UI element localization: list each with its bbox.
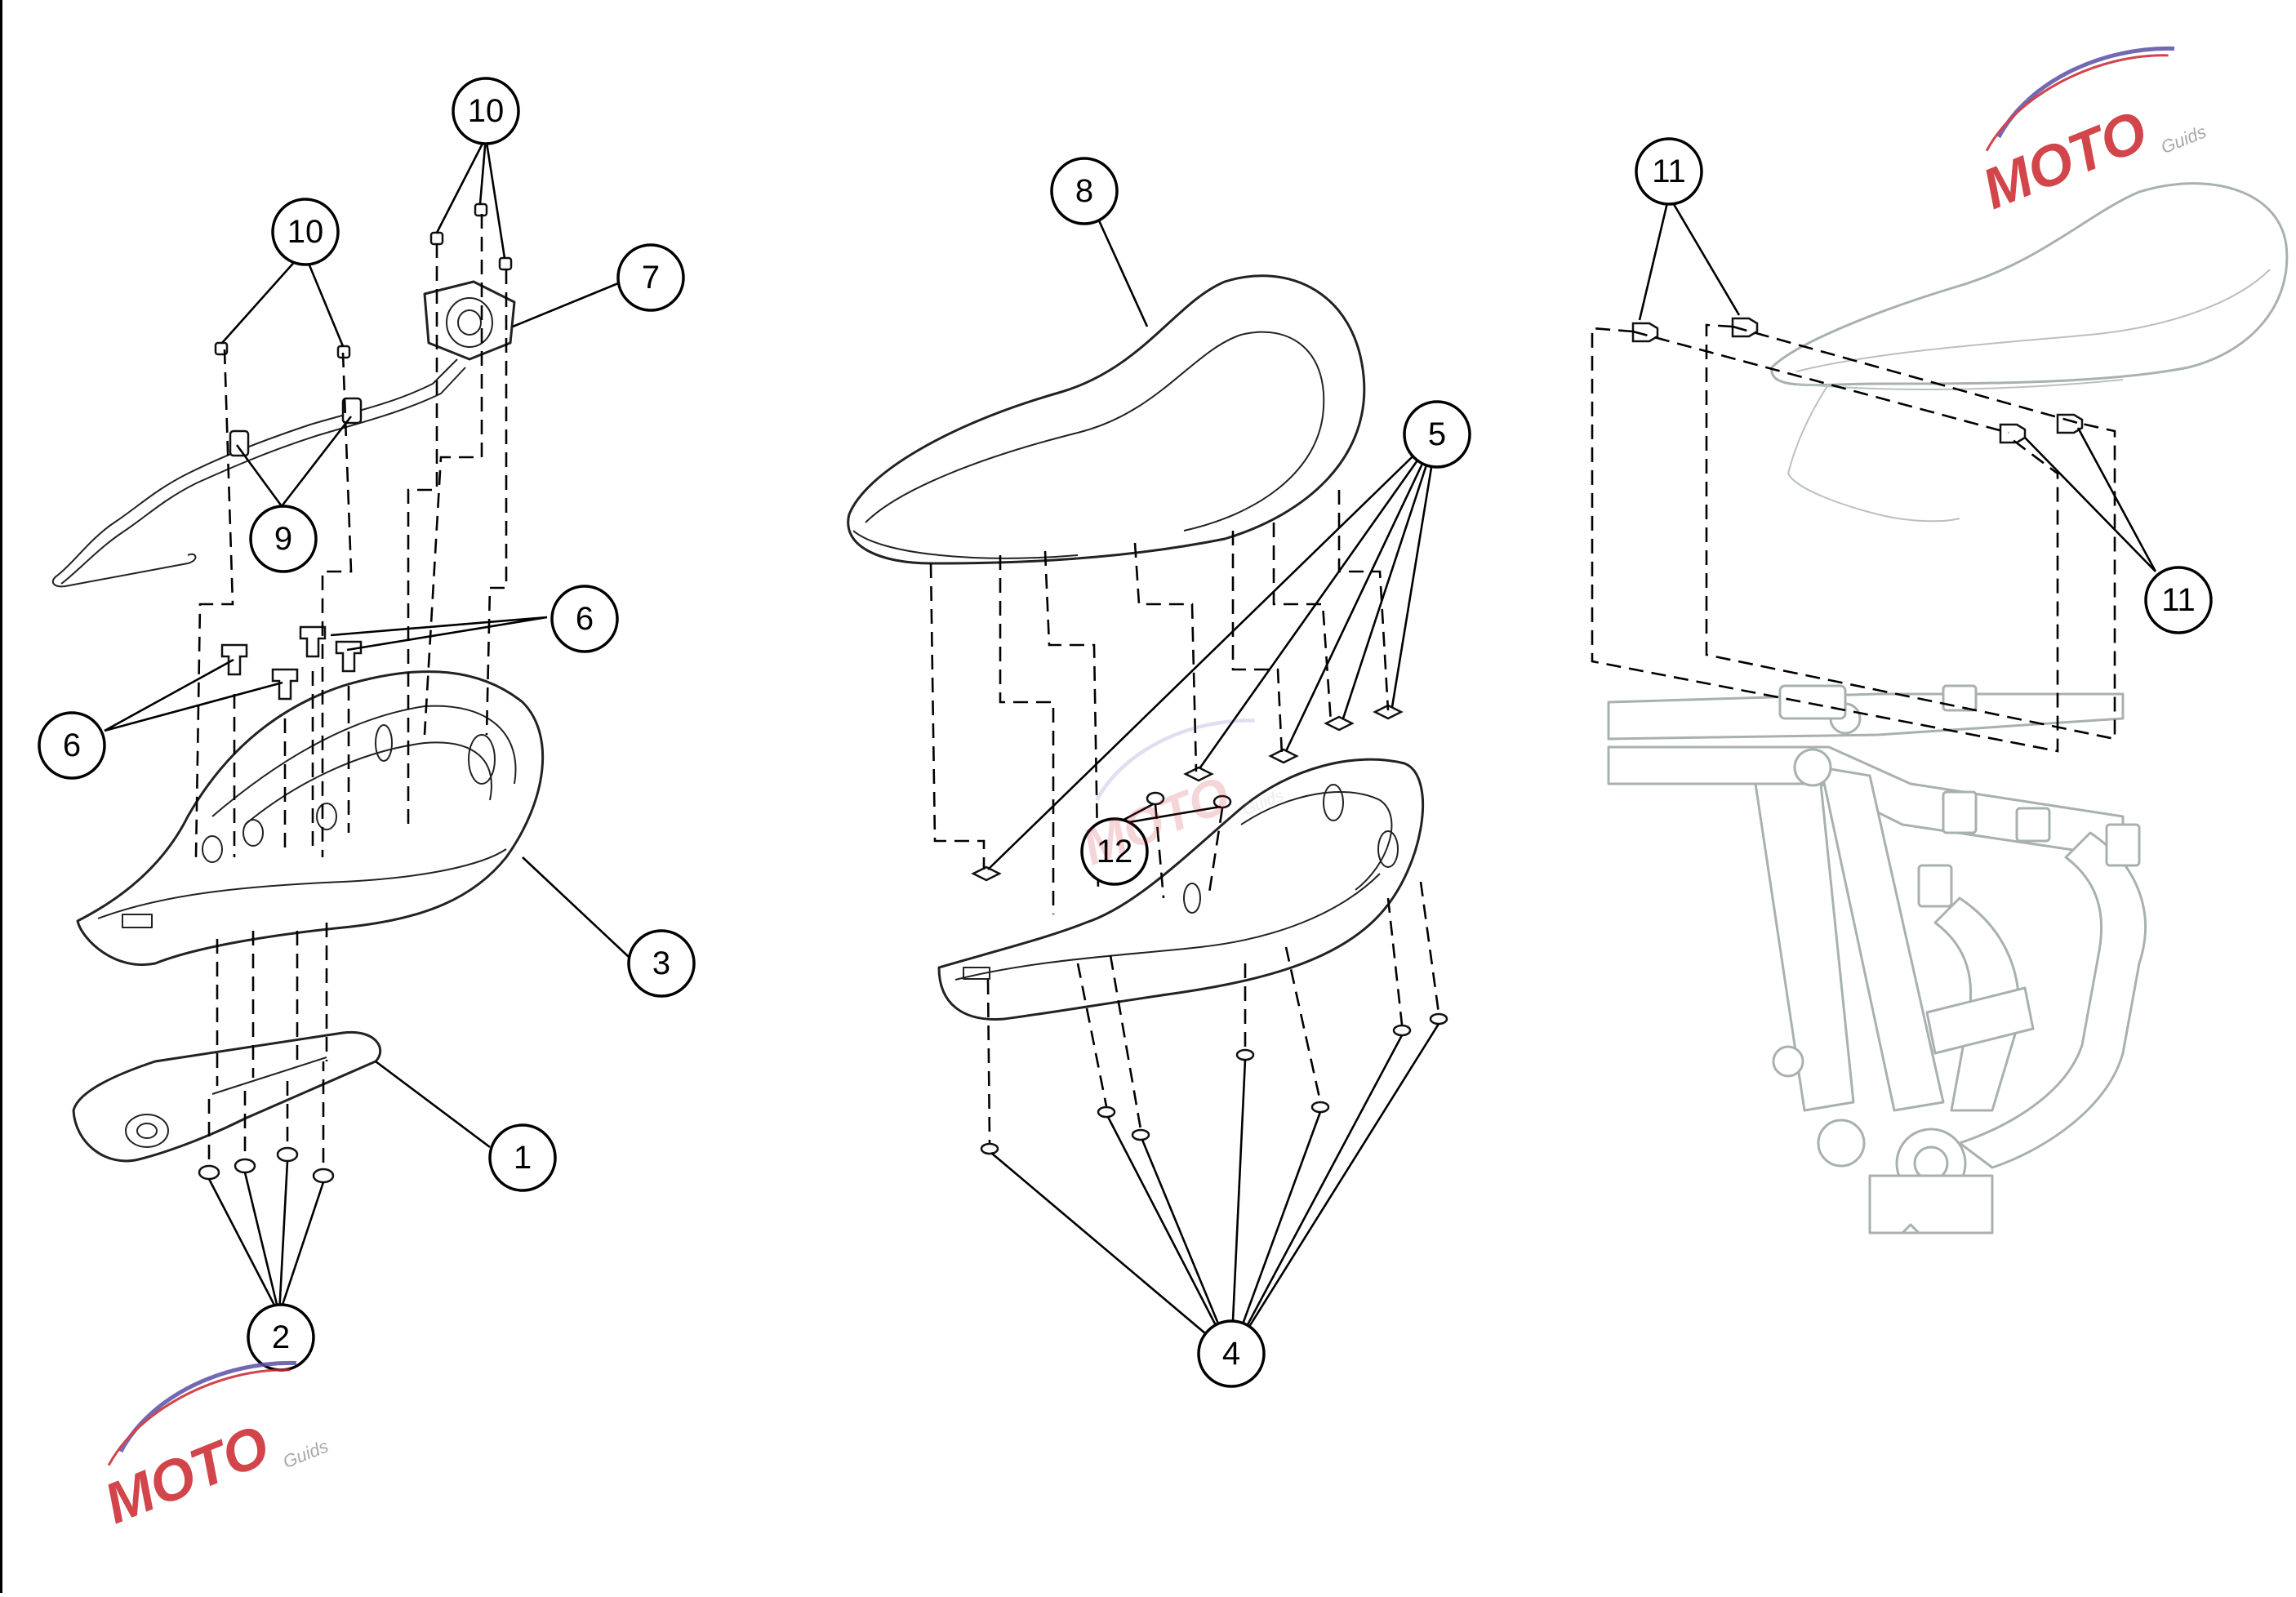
callout-10-left-label: 10 xyxy=(287,214,324,250)
center-assembly: 4 5 8 12 xyxy=(847,157,1471,1388)
studs-11 xyxy=(1631,317,2084,444)
right-dashed-lines xyxy=(1591,323,2116,753)
bolts-12 xyxy=(1146,791,1232,809)
frame-edge xyxy=(0,0,2,1593)
callout-11-top-label: 11 xyxy=(1652,153,1686,189)
watermark-sub-text: Guids xyxy=(280,1435,331,1472)
right-assembly: 11 11 xyxy=(1591,137,2289,1234)
center-leader-lines xyxy=(987,191,1440,1356)
callout-6-left: 6 xyxy=(38,711,106,780)
callout-6-right-label: 6 xyxy=(576,601,594,637)
seat-pan xyxy=(76,670,545,966)
callout-10-left: 10 xyxy=(271,198,340,266)
clips-5 xyxy=(971,704,1404,882)
left-leader-lines xyxy=(104,136,630,1315)
callout-3-label: 3 xyxy=(652,945,670,981)
harness-clip xyxy=(229,429,250,457)
callout-11-right-label: 11 xyxy=(2161,582,2196,618)
center-dashed-lines xyxy=(929,490,1440,1144)
callout-4: 4 xyxy=(1197,1319,1266,1388)
callout-3: 3 xyxy=(627,929,696,998)
callout-2-label: 2 xyxy=(272,1319,290,1355)
seat-bracket xyxy=(72,1030,382,1163)
seat-pan-center xyxy=(937,758,1425,1021)
callout-10-right: 10 xyxy=(452,77,520,145)
watermark-logo-text: MOTO xyxy=(96,1412,278,1536)
callout-11-top: 11 xyxy=(1635,137,1703,206)
callout-8-label: 8 xyxy=(1075,173,1093,209)
harness-clip xyxy=(341,397,363,425)
callout-11-right: 11 xyxy=(2144,566,2213,634)
seat-latch xyxy=(423,280,516,361)
nuts-2 xyxy=(198,1146,335,1184)
callout-6-left-label: 6 xyxy=(63,727,81,763)
right-leader-lines xyxy=(1638,195,2157,572)
callout-7-label: 7 xyxy=(642,260,660,296)
callout-8: 8 xyxy=(1050,157,1119,225)
callout-9-label: 9 xyxy=(274,521,292,557)
watermark-sub-text: Guids xyxy=(2158,121,2209,158)
ghost-frame xyxy=(1607,684,2147,1234)
left-dashed-lines xyxy=(194,214,508,1163)
callout-12: 12 xyxy=(1080,817,1149,886)
watermark-logo-bottom-left: MOTO Guids xyxy=(96,1360,331,1536)
seat-cushion xyxy=(847,274,1366,565)
callout-1-label: 1 xyxy=(514,1140,532,1176)
callout-9: 9 xyxy=(249,505,318,573)
callout-6-right: 6 xyxy=(550,585,619,653)
callout-10-right-label: 10 xyxy=(468,93,505,129)
callout-4-label: 4 xyxy=(1222,1336,1240,1372)
callout-1: 1 xyxy=(488,1123,557,1192)
callout-2: 2 xyxy=(247,1303,315,1372)
ghost-seat xyxy=(1770,182,2289,523)
callout-5: 5 xyxy=(1403,400,1471,469)
wire-harness xyxy=(51,358,466,588)
callout-7: 7 xyxy=(616,243,685,312)
left-assembly: 1 2 3 6 6 7 9 xyxy=(38,77,696,1372)
callout-5-label: 5 xyxy=(1428,416,1446,452)
callout-12-label: 12 xyxy=(1097,834,1133,870)
